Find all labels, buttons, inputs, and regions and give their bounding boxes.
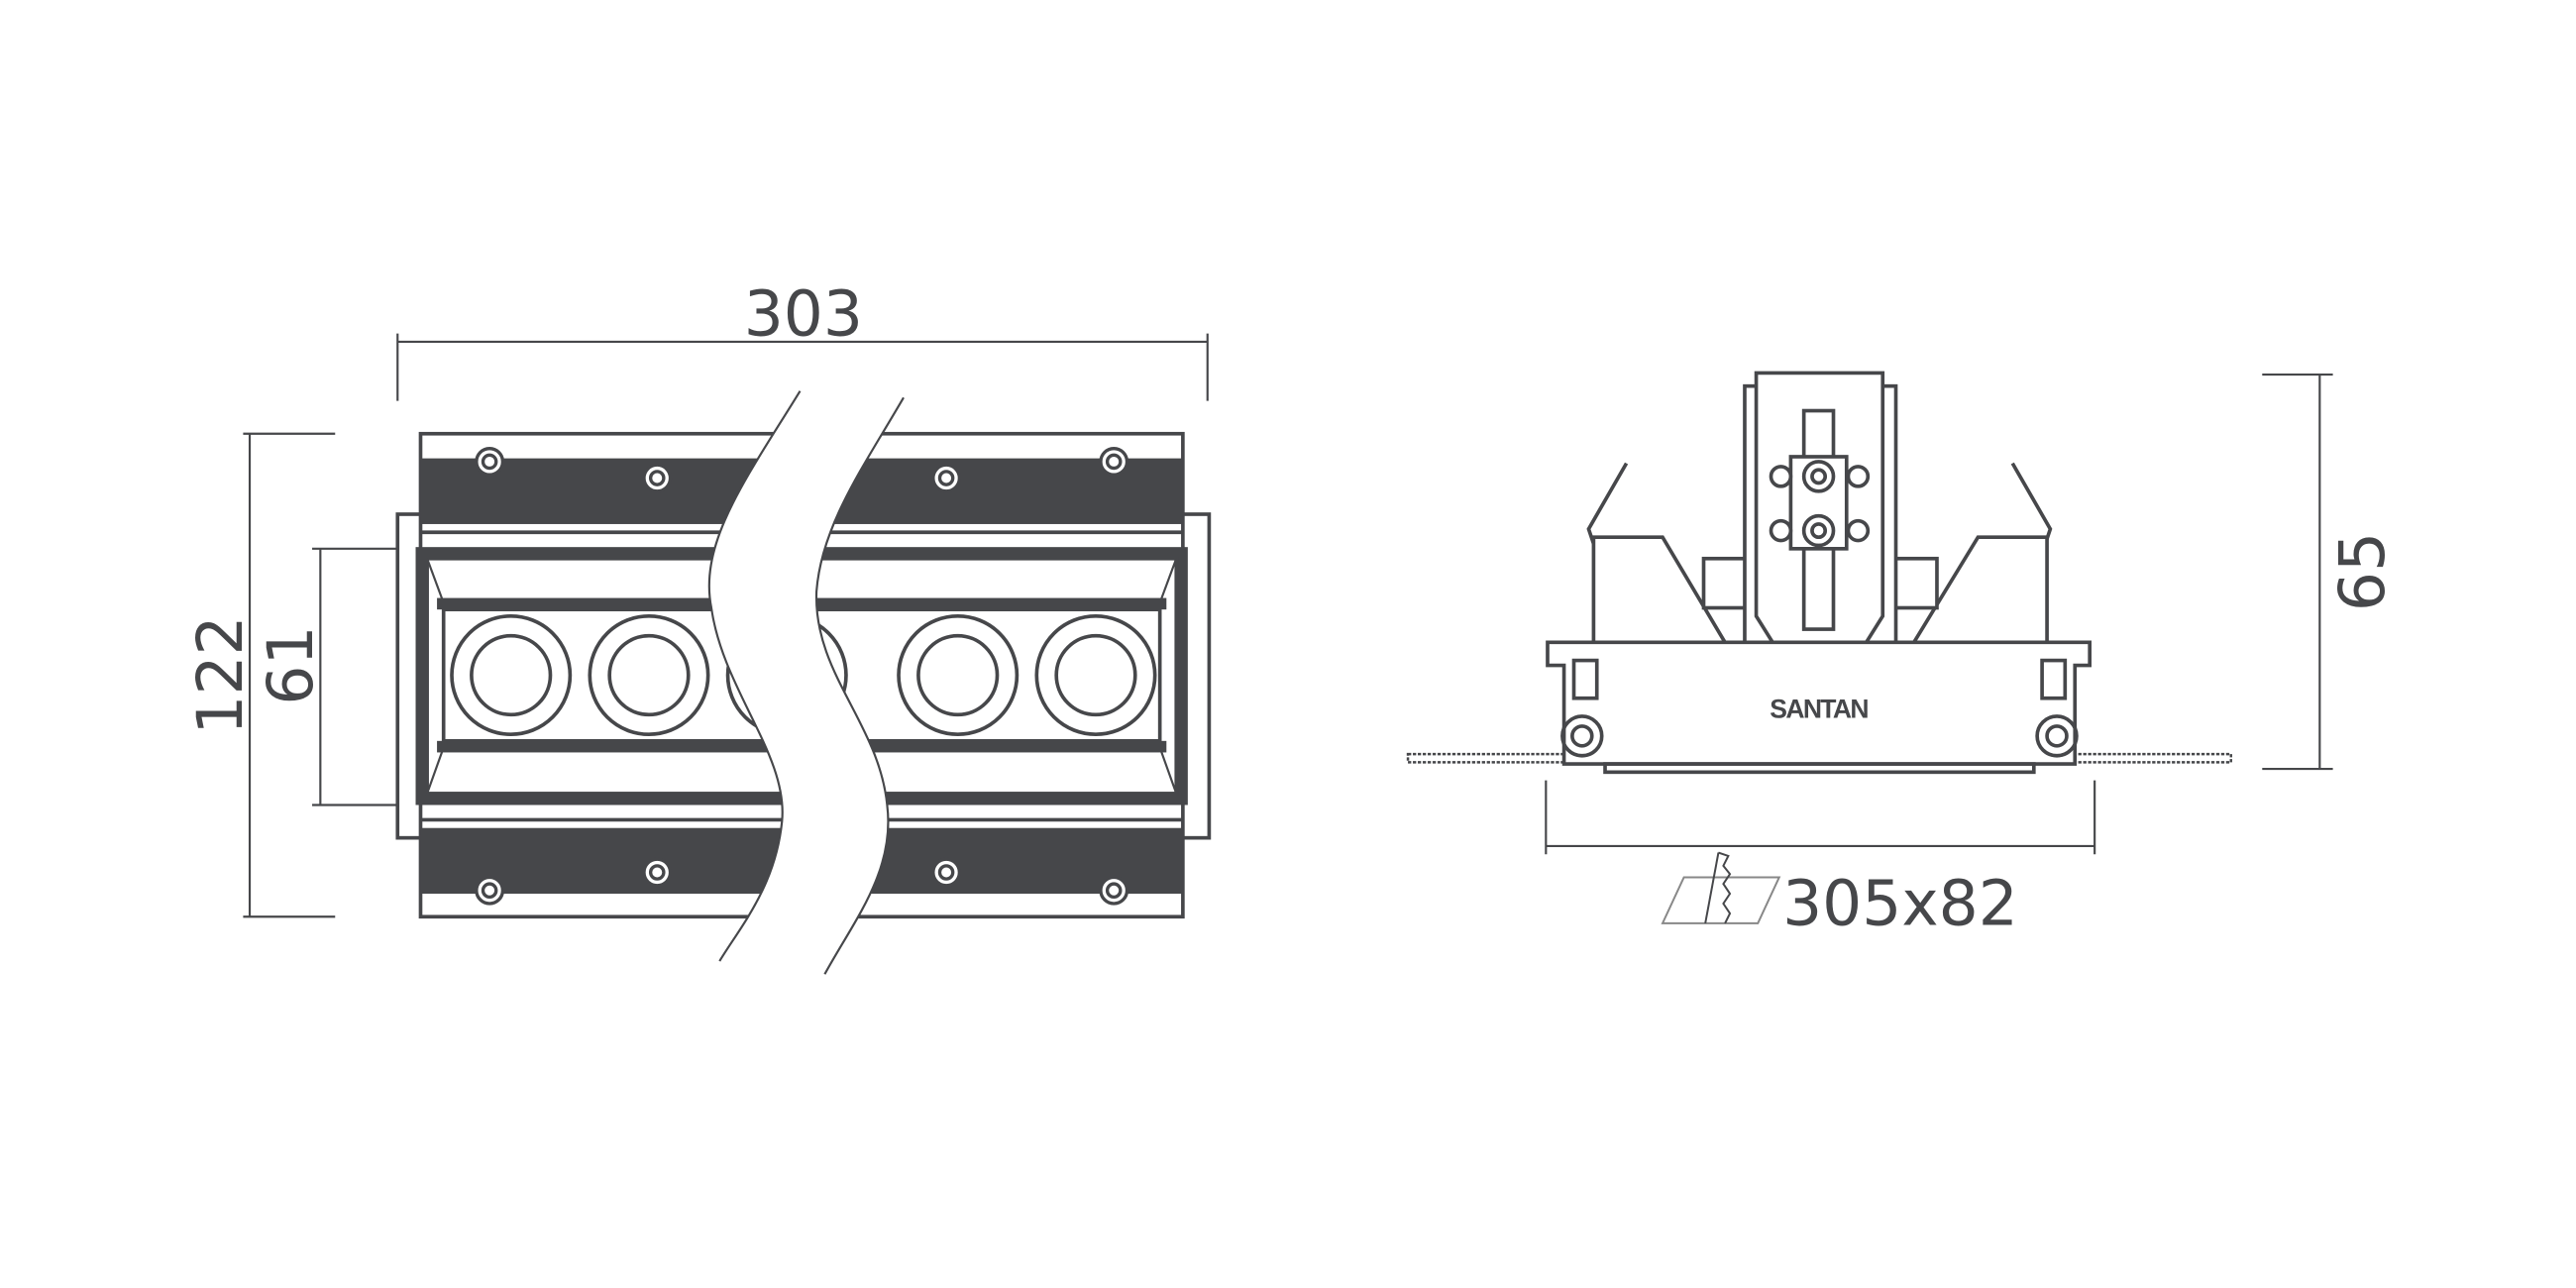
cutout-saw-icon — [1661, 851, 1781, 924]
height-dimension: 122 — [184, 432, 336, 918]
lens — [1034, 613, 1157, 737]
cutout-label: 305x82 — [1782, 868, 2018, 940]
lens — [897, 613, 1020, 737]
width-dimension: 303 — [396, 277, 1209, 401]
aperture-dimension: 61 — [255, 547, 398, 806]
cutout-dimension: 305x82 — [1545, 780, 2096, 940]
lens — [588, 613, 710, 737]
front-view: 303 122 61 — [184, 277, 1212, 975]
lens — [450, 613, 573, 737]
side-height-label: 65 — [2326, 532, 2399, 611]
side-view: SANTAN 65 305x82 — [1406, 371, 2399, 940]
screws — [475, 447, 1129, 906]
height-label: 122 — [184, 615, 257, 734]
width-label: 303 — [744, 277, 863, 350]
side-height-dimension: 65 — [2262, 373, 2399, 771]
aperture-height-label: 61 — [255, 625, 327, 704]
break-symbol — [707, 390, 905, 975]
brand-logo: SANTAN — [1770, 695, 1868, 724]
adjustment-screws — [1769, 455, 1871, 551]
